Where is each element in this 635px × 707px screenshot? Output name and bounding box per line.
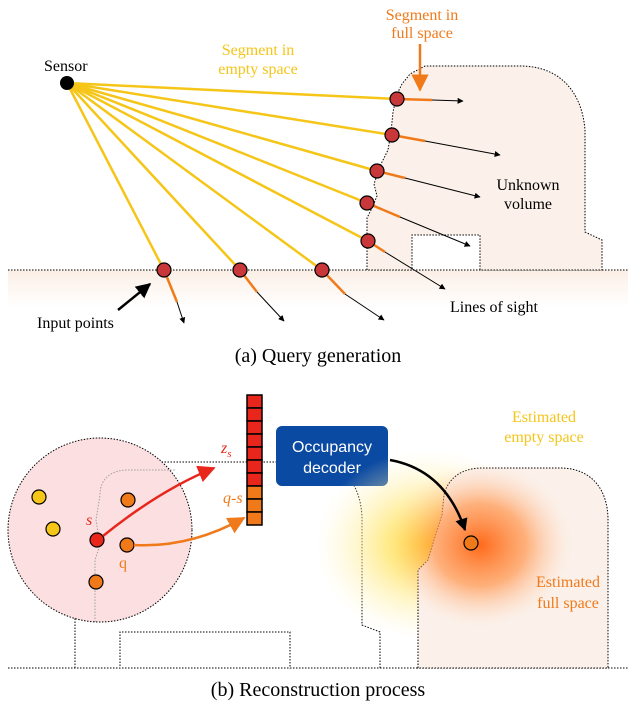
empty-segment-label-line2: empty space (218, 61, 298, 78)
yellow-point (31, 489, 47, 505)
decoder-arrow (389, 458, 468, 532)
unknown-volume-shape (366, 65, 603, 271)
output-query-point (463, 535, 479, 551)
feature-cell (246, 511, 263, 526)
neighborhood-circle (7, 437, 193, 623)
input-point (369, 163, 385, 179)
input-point (389, 91, 405, 107)
caption-a: (a) Query generation (235, 345, 402, 367)
input-point (156, 262, 172, 278)
feature-cell (246, 498, 263, 513)
feature-cell (246, 394, 263, 409)
source-point-s (89, 532, 105, 548)
query-point-q (119, 537, 135, 553)
lines-of-sight-label: Lines of sight (450, 299, 539, 316)
unknown-volume-label-line1: Unknown (496, 177, 559, 194)
estimated-full-label-line2: full space (537, 595, 599, 612)
neighbor-points (31, 489, 136, 590)
caption-b: (b) Reconstruction process (211, 679, 426, 701)
qs-label: q-s (223, 490, 243, 507)
feature-cell (246, 485, 263, 500)
estimated-full-glow (388, 463, 572, 627)
input-point (384, 127, 400, 143)
panel-a: Sensor Segment in empty space Segment in… (8, 7, 628, 367)
feature-vector (246, 394, 263, 526)
q-label: q (119, 555, 127, 572)
feature-cell (246, 433, 263, 448)
qs-arrow (133, 516, 246, 547)
feature-cell (246, 472, 263, 487)
unknown-volume-label-line2: volume (504, 196, 552, 213)
orange-point (120, 492, 136, 508)
feature-cell (246, 407, 263, 422)
input-points-label: Input points (37, 315, 114, 332)
orange-point (88, 574, 104, 590)
z-arrow (102, 465, 216, 537)
sensor-label: Sensor (44, 58, 88, 75)
lines-of-sight (176, 97, 501, 324)
input-point (360, 233, 376, 249)
input-points-pointer (117, 283, 152, 311)
input-point (359, 195, 375, 211)
input-points (156, 91, 405, 278)
s-label: s (86, 512, 92, 529)
empty-segment-label-line1: Segment in (222, 42, 294, 59)
input-point (314, 262, 330, 278)
feature-cell (246, 446, 263, 461)
sensor-dot (60, 76, 74, 90)
estimated-full-label-line1: Estimated (536, 574, 600, 591)
feature-cell (246, 420, 263, 435)
full-segment-label-line2: full space (391, 25, 453, 42)
full-segment-label-line1: Segment in (386, 7, 458, 24)
decoder-label-line1: Occupancy (292, 439, 372, 456)
estimated-empty-label-line1: Estimated (512, 409, 576, 426)
z-label: zs (220, 440, 232, 460)
panel-b: s q q-s zs Occupancy decoder (7, 394, 628, 701)
feature-cell (246, 459, 263, 474)
input-point (232, 262, 248, 278)
rays (65, 81, 398, 272)
estimated-empty-label-line2: empty space (504, 429, 584, 446)
yellow-point (45, 521, 61, 537)
decoder-label-line2: decoder (303, 460, 361, 477)
